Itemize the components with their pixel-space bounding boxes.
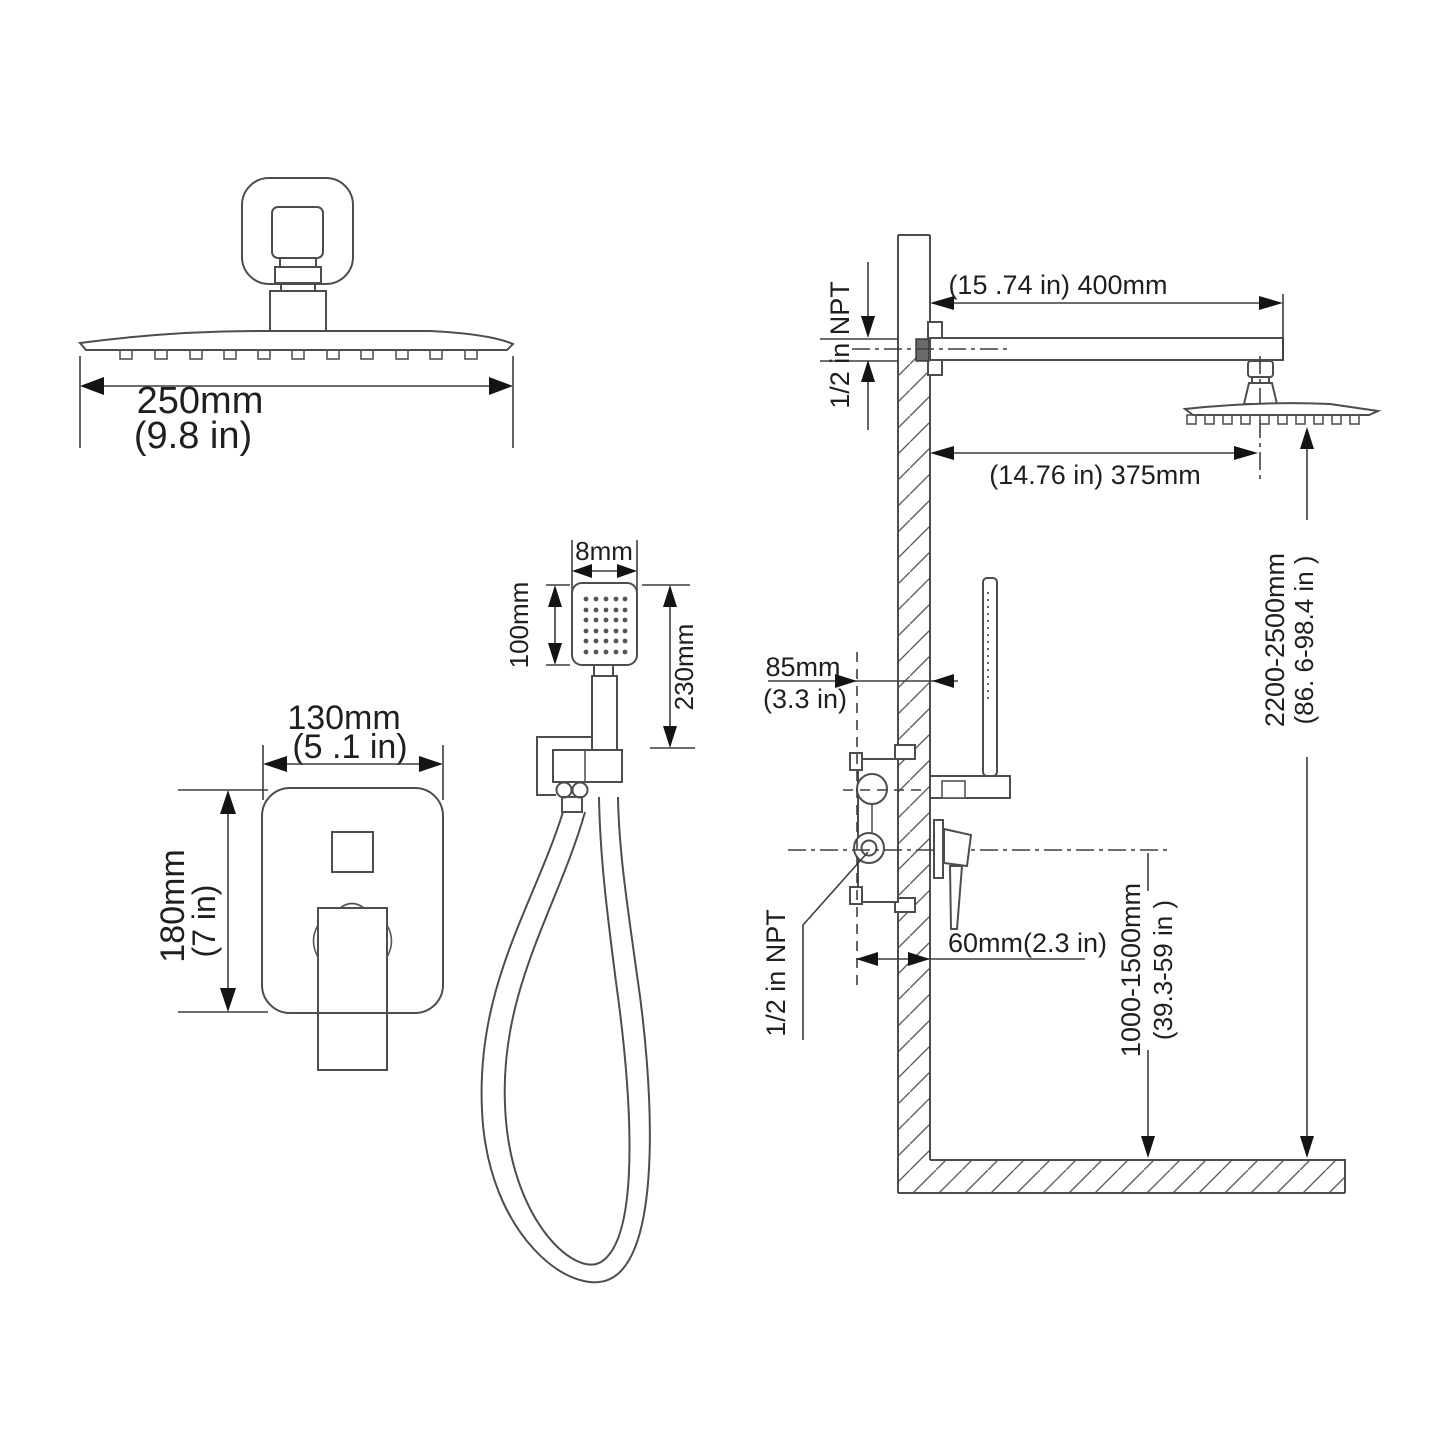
handle-lever: [312, 902, 393, 1071]
label-arm-length: (15 .74 in) 400mm: [948, 270, 1167, 300]
hand-shower-handle: [591, 675, 618, 754]
dim-hand-face-width: [571, 540, 638, 592]
label-hand-total-height: 230mm: [669, 624, 699, 711]
dim-head-offset: (14.76 in) 375mm: [930, 446, 1258, 490]
floor-hatch: [930, 1160, 1345, 1193]
valve-handle-side: [933, 819, 973, 930]
wand-holder-clip: [941, 780, 966, 799]
label-valve-depth-mm: 85mm: [765, 652, 840, 682]
label-install-height-in: (39.3-59 in ): [1148, 900, 1178, 1040]
valve-lug-bottom: [894, 897, 916, 913]
dim-hand-face-height: 100mm: [504, 582, 570, 669]
dim-arm-thread: 1/2 in NPT: [820, 262, 898, 430]
wand-on-holder: [929, 577, 1011, 799]
label-hand-face-width: 8mm: [575, 536, 633, 566]
valve-tab-bottom: [849, 886, 863, 905]
hose-nut-right: [571, 781, 589, 799]
dim-hand-total-height: 230mm: [642, 584, 699, 749]
hose-nut-left: [555, 781, 573, 799]
dim-valve-install-height: 1000-1500mm (39.3-59 in ): [1116, 853, 1178, 1158]
dim-valve-offset: 60mm(2.3 in): [856, 928, 1107, 966]
valve-outlet-inner: [860, 839, 878, 857]
escutcheon-edge: [933, 819, 944, 879]
shower-hose: [480, 796, 651, 1284]
holder-block: [552, 749, 623, 783]
connector-block: [269, 290, 327, 333]
valve-lug-top: [894, 744, 916, 760]
label-hand-face-height: 100mm: [504, 582, 534, 669]
arrowhead: [489, 377, 513, 395]
wall-hatch: [898, 352, 930, 1193]
label-arm-thread: 1/2 in NPT: [825, 281, 855, 409]
dim-valve-height: 180mm (7 in): [154, 789, 268, 1013]
hose-coupling: [561, 796, 583, 813]
valve-upper-port: [856, 773, 888, 805]
label-valve-width-mm: 130mm: [287, 699, 400, 737]
wall-floor-outline: [897, 234, 1346, 1194]
label-head-height-in: (86. 6-98.4 in ): [1289, 555, 1319, 724]
label-valve-height-in: (7 in): [186, 885, 222, 958]
diverter-button: [331, 831, 374, 873]
label-head-height-mm: 2200-2500mm: [1260, 553, 1290, 727]
connector-step: [279, 257, 317, 268]
valve-tab-top: [849, 752, 863, 771]
dim-valve-thread: 1/2 in NPT: [761, 851, 869, 1040]
dim-overhead-width: 250mm (9.8 in): [79, 356, 514, 457]
overhead-shower-side-view: 250mm (9.8 in): [78, 177, 515, 457]
dim-valve-depth: 85mm (3.3 in): [763, 652, 958, 988]
dim-head-height: 2200-2500mm (86. 6-98.4 in ): [1260, 427, 1319, 1158]
label-valve-thread: 1/2 in NPT: [761, 909, 791, 1037]
npt-fitting: [915, 338, 930, 362]
holder-bracket: [536, 736, 592, 796]
arrowhead: [80, 377, 104, 395]
installation-side-view: (15 .74 in) 400mm 1/2 in NPT (14.76 in) …: [761, 234, 1382, 1194]
shower-plate: [78, 330, 515, 351]
label-overhead-width-mm: 250mm: [137, 380, 264, 422]
rain-head-plate: [1182, 402, 1382, 416]
trim-plate: [261, 787, 444, 1014]
label-valve-depth-in: (3.3 in): [763, 684, 847, 714]
label-valve-height-mm: 180mm: [154, 849, 192, 962]
hand-shower-neck: [593, 664, 614, 677]
spray-dots: [583, 596, 628, 655]
connector-collar: [274, 266, 322, 284]
label-valve-offset: 60mm(2.3 in): [948, 928, 1107, 958]
nozzle-row: [119, 349, 478, 360]
valve-trim-front-view: 130mm (5 .1 in) 180mm (7 in): [154, 699, 444, 1071]
handle-base: [943, 827, 973, 868]
dim-arm-length: (15 .74 in) 400mm: [930, 270, 1284, 360]
rough-in-valve: [843, 744, 928, 913]
valve-outlet-outer: [853, 832, 885, 864]
handle-tail: [948, 865, 964, 930]
label-install-height-mm: 1000-1500mm: [1116, 883, 1146, 1057]
hand-shower-wand: [982, 577, 998, 777]
rain-head-nozzles: [1186, 414, 1360, 425]
dim-valve-width: [262, 745, 444, 800]
label-head-offset: (14.76 in) 375mm: [989, 460, 1201, 490]
label-overhead-width-in: (9.8 in): [134, 415, 252, 457]
handheld-shower-view: 8mm 100mm 230mm: [480, 536, 699, 1284]
mount-bracket-inset: [271, 206, 324, 259]
label-valve-width-in: (5 .1 in): [292, 728, 407, 766]
